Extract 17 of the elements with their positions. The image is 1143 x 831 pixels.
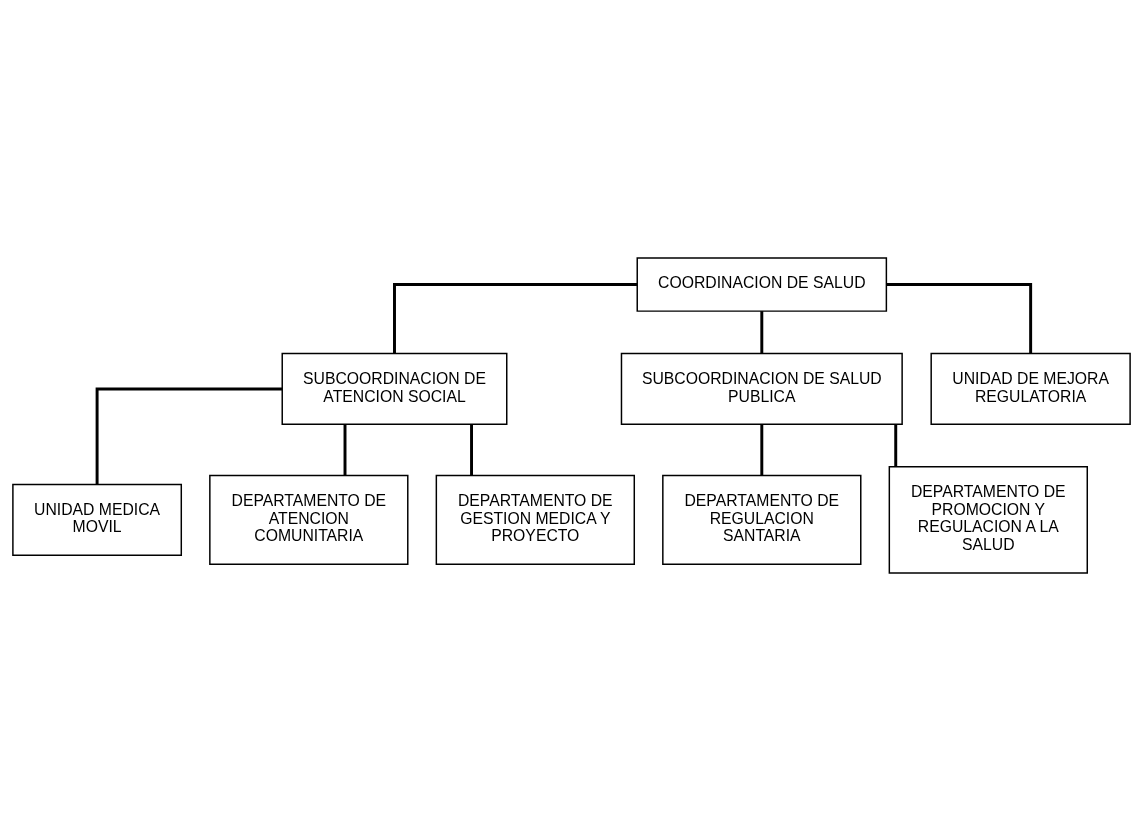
node-box: DEPARTAMENTO DE GESTION MEDICA Y PROYECTO	[435, 474, 635, 565]
connector	[95, 387, 283, 485]
node-box: DEPARTAMENTO DE REGULACION SANTARIA	[662, 474, 862, 565]
connector	[470, 424, 474, 476]
connector	[393, 283, 638, 354]
node-box: UNIDAD MEDICA MOVIL	[12, 483, 183, 557]
connector	[760, 311, 764, 354]
node-box: SUBCOORDINACION DE ATENCION SOCIAL	[281, 352, 508, 426]
node-box: UNIDAD DE MEJORA REGULATORIA	[930, 352, 1131, 426]
node-box: DEPARTAMENTO DE PROMOCION Y REGULACION A LA SALUD	[888, 465, 1088, 574]
connector	[894, 424, 898, 467]
node-box: DEPARTAMENTO DE ATENCION COMUNITARIA	[209, 474, 409, 565]
connector	[760, 424, 764, 476]
connector	[343, 424, 347, 476]
connector	[886, 283, 1033, 354]
node-box: COORDINACION DE SALUD	[636, 257, 888, 312]
node-box: SUBCOORDINACION DE SALUD PUBLICA	[620, 352, 903, 426]
